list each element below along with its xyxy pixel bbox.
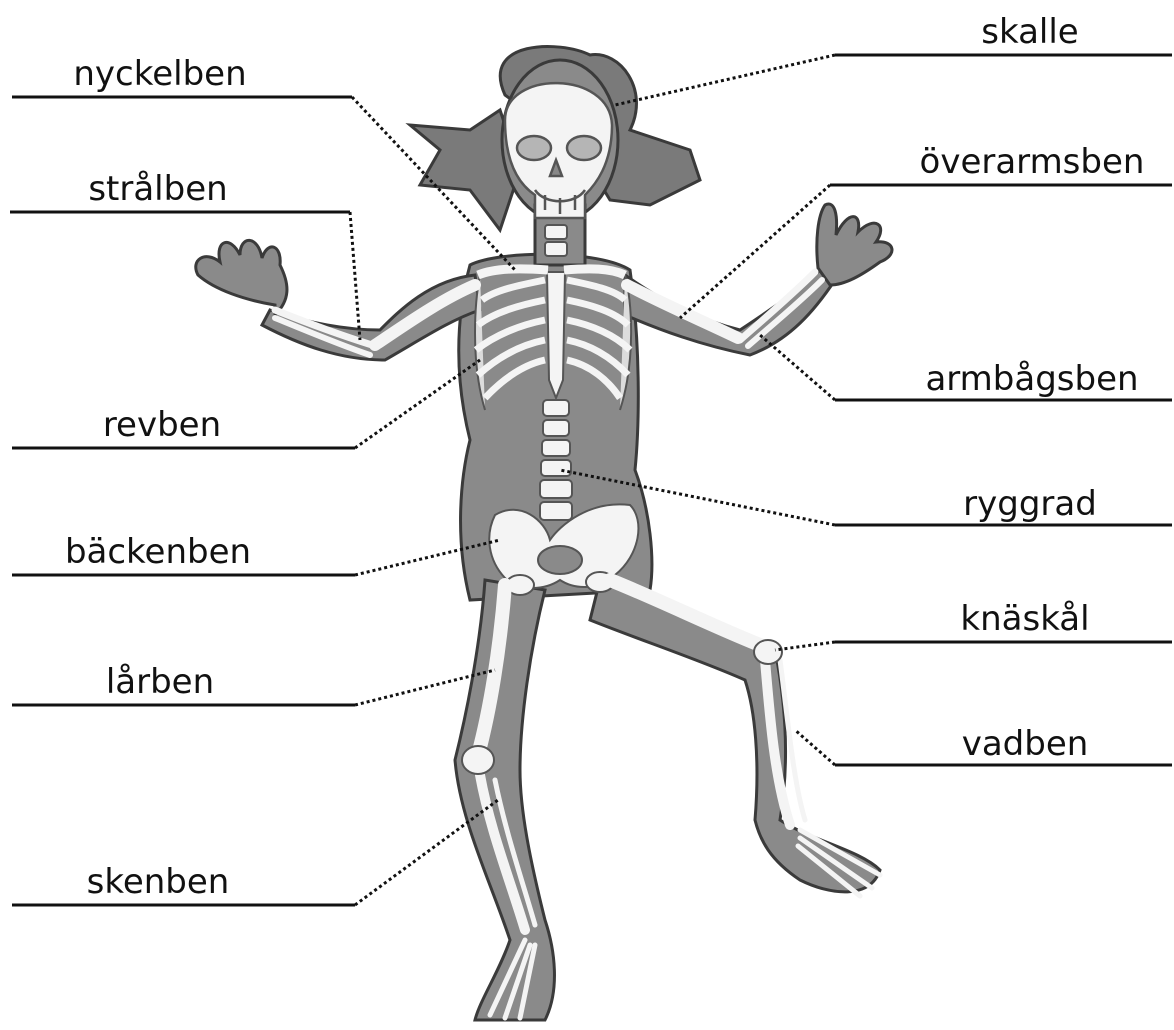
label-nyckelben: nyckelben: [60, 57, 260, 91]
label-larben: lårben: [60, 665, 260, 699]
leader-skalle: [615, 55, 835, 105]
label-armbagsben: armbågsben: [912, 362, 1152, 396]
leader-stralben: [350, 212, 360, 340]
label-ryggrad: ryggrad: [930, 487, 1130, 521]
label-stralben: strålben: [58, 172, 258, 206]
label-vadben: vadben: [925, 727, 1125, 761]
label-skenben: skenben: [58, 865, 258, 899]
label-backenben: bäckenben: [58, 535, 258, 569]
leader-armbagsben: [760, 335, 835, 400]
label-revben: revben: [62, 408, 262, 442]
leader-vadben: [795, 730, 835, 765]
label-knaskal: knäskål: [925, 602, 1125, 636]
leader-knaskal: [775, 642, 835, 650]
label-overarmsben: överarmsben: [912, 145, 1152, 179]
label-skalle: skalle: [930, 15, 1130, 49]
